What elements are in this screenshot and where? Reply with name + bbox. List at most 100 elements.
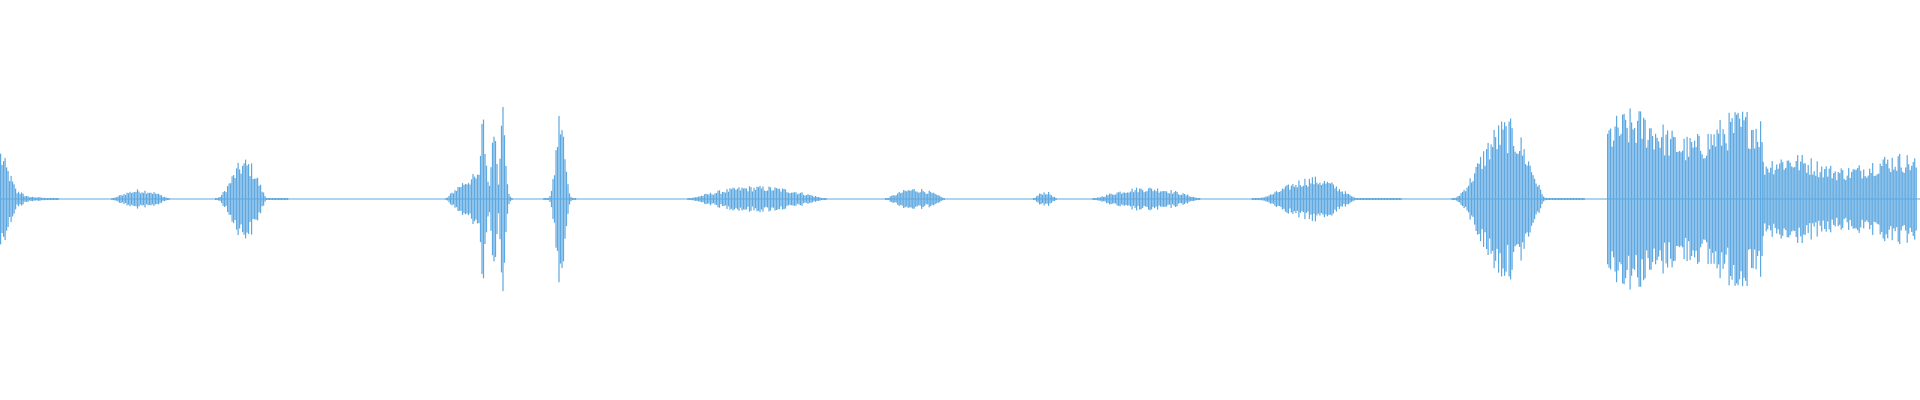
waveform-bar [1043,192,1045,206]
waveform-bar [769,187,772,211]
waveform-bar [1107,195,1109,203]
waveform-bar [1679,151,1681,248]
waveform-bar [1274,192,1276,206]
waveform-bar [898,191,900,207]
waveform-bar [1290,185,1292,213]
waveform-bar [1884,156,1886,242]
waveform-bar [793,192,796,206]
waveform-bar [1768,172,1770,226]
waveform-bar [1809,174,1811,224]
waveform-bar [1374,198,1376,200]
waveform-bar [258,185,260,213]
waveform-bar [1187,194,1189,204]
waveform-bar [30,197,32,201]
waveform-bar [1338,189,1340,209]
waveform-bar [19,193,21,205]
waveform-bar [1706,155,1708,243]
waveform-bar [1700,150,1702,248]
waveform-bar [937,195,939,203]
waveform-bar [1277,192,1279,206]
waveform-bar [1694,140,1696,258]
waveform-bar [727,191,730,207]
waveform-bar [481,124,483,274]
waveform-bar [281,198,283,200]
waveform-bar [1337,191,1339,207]
waveform-bar [451,192,453,206]
waveform-bar [509,196,512,202]
waveform-bar [729,188,731,210]
waveform-bar [1046,194,1048,204]
waveform-bar [50,198,52,200]
waveform-bar [455,190,458,208]
waveform-bar [1474,173,1476,225]
waveform-bar [1170,190,1172,208]
waveform-bar [1739,118,1741,280]
waveform-bar [1142,190,1144,208]
waveform-bar [894,195,896,203]
waveform-bar [550,190,553,208]
waveform-bar [1849,177,1851,221]
waveform-bar [1876,174,1878,224]
waveform-bar [1143,192,1145,206]
waveform-bar [273,198,275,200]
waveform-bar [246,165,248,233]
waveform-bar [1661,137,1663,261]
waveform-bar [1106,194,1108,204]
waveform-bar [1658,141,1660,257]
waveform-bar [129,191,131,207]
waveform-bar [1800,161,1802,237]
waveform-bar [556,147,559,251]
waveform-bar [144,190,146,208]
waveform-bar [1792,167,1794,231]
waveform-bar [1146,191,1148,207]
waveform-bar [240,173,242,225]
waveform-bar [1659,147,1661,251]
waveform-bar [53,198,55,200]
waveform-bar [1131,188,1133,210]
waveform-bar [730,189,733,209]
waveform-bar [1617,127,1619,271]
waveform-bar [1909,170,1911,228]
waveform-bar [1361,198,1363,200]
waveform-bar [1326,181,1328,217]
waveform-bar [1682,150,1684,248]
waveform-bar [41,197,43,201]
waveform-bar [778,188,781,210]
waveform-bar [777,188,779,210]
waveform-bar [930,191,932,207]
waveform-bar [1688,156,1690,242]
waveform-bar [114,197,116,201]
waveform-bar [1558,198,1560,200]
waveform-bar [892,195,894,203]
waveform-bar [891,195,893,203]
waveform-bar [772,190,775,208]
waveform-bar [1295,184,1297,214]
waveform-bar [1691,142,1693,256]
waveform-bar [549,196,551,202]
waveform-bar [35,197,37,201]
waveform-bar [943,198,945,200]
waveform-bar [1580,198,1582,200]
waveform-bar [1891,157,1893,241]
waveform-bar [1,164,3,233]
waveform-bar [1818,177,1820,221]
waveform-bar [1767,168,1769,230]
waveform-bar [1664,155,1666,243]
waveform-bar [567,184,569,214]
waveform-bar [1647,139,1649,259]
waveform-bar [231,176,233,222]
waveform-bar [1039,193,1041,205]
waveform-bar [1400,198,1402,200]
waveform-bar [1631,122,1633,276]
waveform-bar [1643,117,1645,281]
waveform-bar [1347,193,1349,205]
waveform-bar [1280,191,1282,207]
waveform-bar [491,142,494,256]
waveform-bar [1839,173,1841,225]
waveform-bar [1098,197,1100,201]
waveform-bar [1377,198,1379,200]
waveform-bar [1340,191,1342,207]
waveform-bar [1278,192,1280,207]
waveform-bar [1810,158,1812,240]
waveform-bar [3,161,5,237]
